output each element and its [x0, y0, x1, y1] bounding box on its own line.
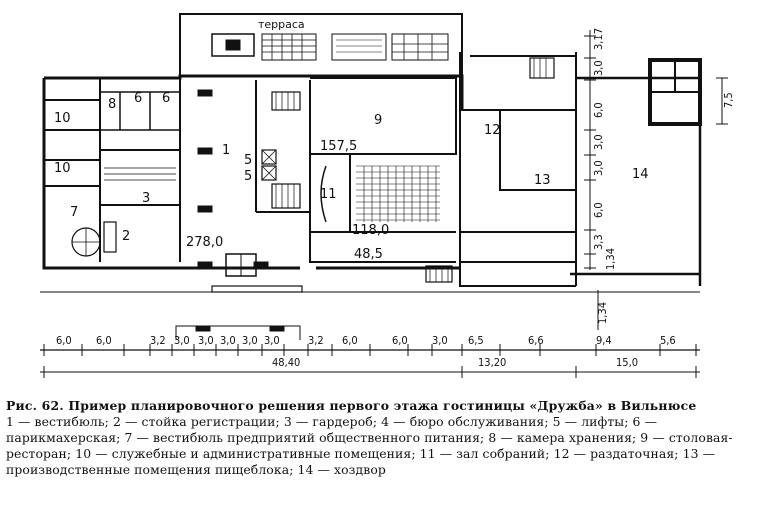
area-restaurant: 157,5	[320, 139, 357, 154]
room-2-label: 2	[122, 229, 130, 244]
svg-text:3,2: 3,2	[150, 334, 166, 347]
terrace-outline	[179, 13, 463, 77]
svg-text:3,0: 3,0	[198, 334, 214, 347]
svg-text:6,0: 6,0	[342, 334, 358, 347]
svg-text:3,0: 3,0	[174, 334, 190, 347]
area-hall: 118,0	[352, 223, 389, 238]
room-10b-label: 10	[54, 161, 71, 176]
svg-text:6,0: 6,0	[592, 102, 605, 118]
caption-title: Рис. 62. Пример планировочного решения п…	[6, 398, 697, 413]
svg-text:3,0: 3,0	[592, 60, 605, 76]
figure-caption: Рис. 62. Пример планировочного решения п…	[6, 398, 754, 478]
svg-text:6,0: 6,0	[392, 334, 408, 347]
terrace-label: терраса	[258, 18, 305, 31]
area-lobby: 278,0	[186, 235, 223, 250]
svg-text:6,0: 6,0	[592, 202, 605, 218]
svg-text:3,0: 3,0	[592, 160, 605, 176]
room-14-label: 14	[632, 167, 649, 182]
svg-text:3,2: 3,2	[308, 334, 324, 347]
right-dimensions: 3,17 3,0 6,0 3,0 3,0 6,0 3,3 1,34 7,5 1,…	[592, 28, 735, 324]
svg-text:6,5: 6,5	[468, 334, 484, 347]
svg-text:6,0: 6,0	[96, 334, 112, 347]
svg-text:3,0: 3,0	[432, 334, 448, 347]
room-7-label: 7	[70, 205, 78, 220]
room-8-label: 8	[108, 97, 116, 112]
caption-legend: 1 — вестибюль; 2 — стойка регистрации; 3…	[6, 414, 733, 477]
svg-text:3,0: 3,0	[592, 134, 605, 150]
svg-text:7,5: 7,5	[722, 92, 735, 108]
room-1-label: 1	[222, 143, 230, 158]
svg-text:3,0: 3,0	[264, 334, 280, 347]
room-9-label: 9	[374, 113, 382, 128]
svg-text:1,34: 1,34	[596, 302, 609, 324]
svg-text:6,0: 6,0	[56, 334, 72, 347]
svg-text:6,6: 6,6	[528, 334, 544, 347]
room-11-label: 11	[320, 187, 337, 202]
svg-text:13,20: 13,20	[478, 356, 506, 369]
svg-text:48,40: 48,40	[272, 356, 300, 369]
svg-text:1,34: 1,34	[604, 248, 617, 270]
room-12-label: 12	[484, 123, 501, 138]
room-5b-label: 5	[244, 169, 252, 184]
area-stage: 48,5	[354, 247, 383, 262]
svg-text:3,0: 3,0	[242, 334, 258, 347]
room-3-label: 3	[142, 191, 150, 206]
room-5a-label: 5	[244, 153, 252, 168]
svg-text:5,6: 5,6	[660, 334, 676, 347]
room-6b-label: 6	[162, 91, 170, 106]
svg-text:3,3: 3,3	[592, 234, 605, 250]
svg-text:3,0: 3,0	[220, 334, 236, 347]
svg-text:9,4: 9,4	[596, 334, 612, 347]
svg-text:3,17: 3,17	[592, 28, 605, 50]
room-6a-label: 6	[134, 91, 142, 106]
svg-text:15,0: 15,0	[616, 356, 638, 369]
floor-plan: терраса 1 2 3 5 5 6 6 7 8 9 10 10 11 12 …	[40, 13, 735, 378]
bottom-dimensions: 6,0 6,0 3,2 3,0 3,0 3,0 3,0 3,0 3,2 6,0 …	[56, 334, 676, 369]
room-13-label: 13	[534, 173, 551, 188]
room-10a-label: 10	[54, 111, 71, 126]
